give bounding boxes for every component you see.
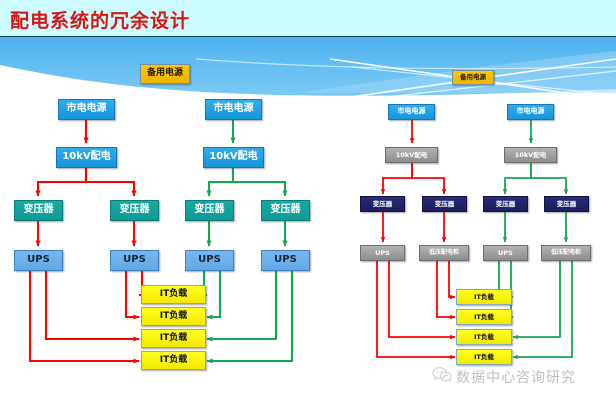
left-ups-green-1[interactable]: UPS: [185, 250, 234, 271]
right-ups-green[interactable]: UPS: [483, 245, 528, 261]
left-it-load-4[interactable]: IT负载: [141, 351, 206, 370]
left-it-load-3[interactable]: IT负载: [141, 329, 206, 348]
right-transformer-green-1[interactable]: 变压器: [483, 196, 528, 212]
left-ups-green-2[interactable]: UPS: [261, 250, 310, 271]
right-it-load-2[interactable]: IT负载: [456, 309, 512, 325]
left-ups-red-1[interactable]: UPS: [14, 250, 63, 271]
watermark: 数据中心咨询研究: [432, 366, 576, 387]
left-transformer-green-2[interactable]: 变压器: [261, 200, 310, 221]
left-transformer-red-1[interactable]: 变压器: [14, 200, 63, 221]
right-backup-power-node[interactable]: 备用电源: [452, 70, 494, 85]
right-transformer-green-2[interactable]: 变压器: [544, 196, 589, 212]
watermark-text: 数据中心咨询研究: [456, 369, 576, 386]
left-distribution-red[interactable]: 10kV配电: [56, 147, 117, 168]
right-it-load-1[interactable]: IT负载: [456, 289, 512, 305]
right-distribution-green[interactable]: 10kV配电: [504, 147, 557, 163]
right-it-load-4[interactable]: IT负载: [456, 349, 512, 365]
left-transformer-green-1[interactable]: 变压器: [185, 200, 234, 221]
right-transformer-red-2[interactable]: 变压器: [422, 196, 467, 212]
wechat-icon: [432, 366, 452, 387]
left-backup-power-node[interactable]: 备用电源: [140, 64, 190, 84]
left-utility-power-red[interactable]: 市电电源: [58, 99, 115, 120]
right-transformer-red-1[interactable]: 变压器: [360, 196, 405, 212]
right-lv-panel-green[interactable]: 低压配电柜: [541, 245, 591, 261]
page-title: 配电系统的冗余设计: [10, 10, 191, 32]
left-transformer-red-2[interactable]: 变压器: [110, 200, 159, 221]
right-utility-power-red[interactable]: 市电电源: [388, 104, 435, 120]
right-ups-red[interactable]: UPS: [360, 245, 405, 261]
left-distribution-green[interactable]: 10kV配电: [203, 147, 264, 168]
right-distribution-red[interactable]: 10kV配电: [385, 147, 438, 163]
right-lv-panel-red[interactable]: 低压配电柜: [419, 245, 469, 261]
left-utility-power-green[interactable]: 市电电源: [205, 99, 262, 120]
left-ups-red-2[interactable]: UPS: [110, 250, 159, 271]
right-it-load-3[interactable]: IT负载: [456, 329, 512, 345]
title-bar: 配电系统的冗余设计: [0, 0, 616, 37]
left-it-load-1[interactable]: IT负载: [141, 285, 206, 304]
left-it-load-2[interactable]: IT负载: [141, 307, 206, 326]
right-utility-power-green[interactable]: 市电电源: [507, 104, 554, 120]
